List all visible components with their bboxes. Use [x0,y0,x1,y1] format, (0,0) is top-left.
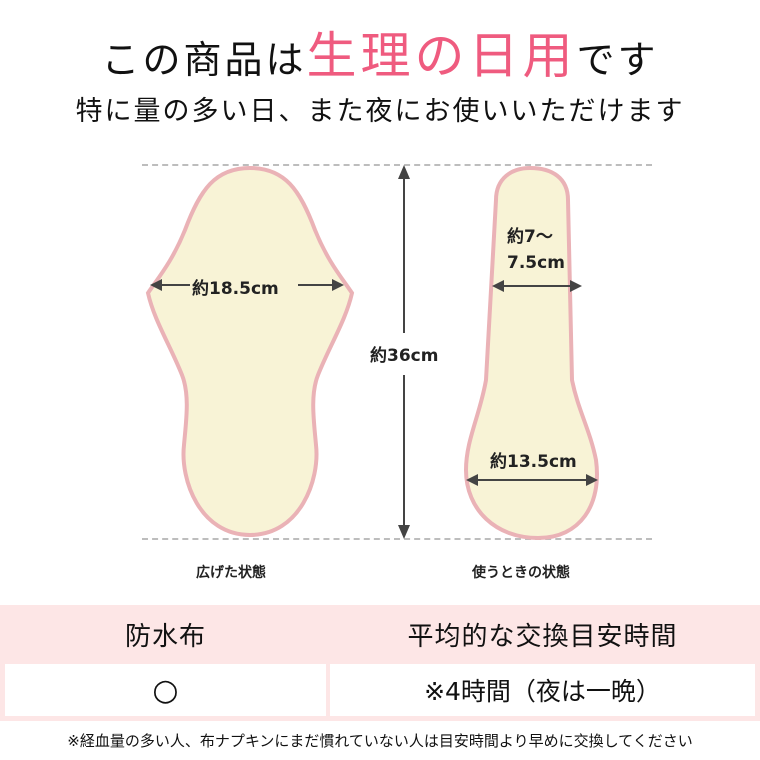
title-prefix: この商品は [101,38,307,82]
opened-width-label: 約18.5cm [192,279,279,299]
opened-pad-illustration [145,165,355,538]
folded-caption: 使うときの状態 [472,565,570,581]
folded-top-width-label-line1: 約7～ [507,227,553,247]
top-guide-line [142,164,652,166]
page-title: この商品は生理の日用です [0,26,760,90]
length-label: 約36cm [370,346,439,366]
header-waterproof: 防水布 [124,621,206,652]
folded-pad-illustration [463,165,599,541]
header-change-time: 平均的な交換目安時間 [407,621,678,652]
opened-caption: 広げた状態 [196,565,266,581]
spec-table: 防水布 平均的な交換目安時間 ○ ※4時間（夜は一晩） [0,605,760,721]
length-arrow [398,165,410,539]
value-change-time: ※4時間（夜は一晩） [330,664,755,716]
value-waterproof: ○ [5,664,326,716]
footnote: ※経血量の多い人、布ナプキンにまだ慣れていない人は目安時間より早めに交換してくだ… [67,732,693,750]
folded-top-width-label-line2: 7.5cm [507,253,565,273]
folded-bottom-width-label: 約13.5cm [490,452,577,472]
title-accent: 生理の日用 [306,27,577,85]
title-suffix: です [576,38,659,82]
subtitle: 特に量の多い日、また夜にお使いいただけます [75,96,685,127]
bottom-guide-line [142,538,652,540]
